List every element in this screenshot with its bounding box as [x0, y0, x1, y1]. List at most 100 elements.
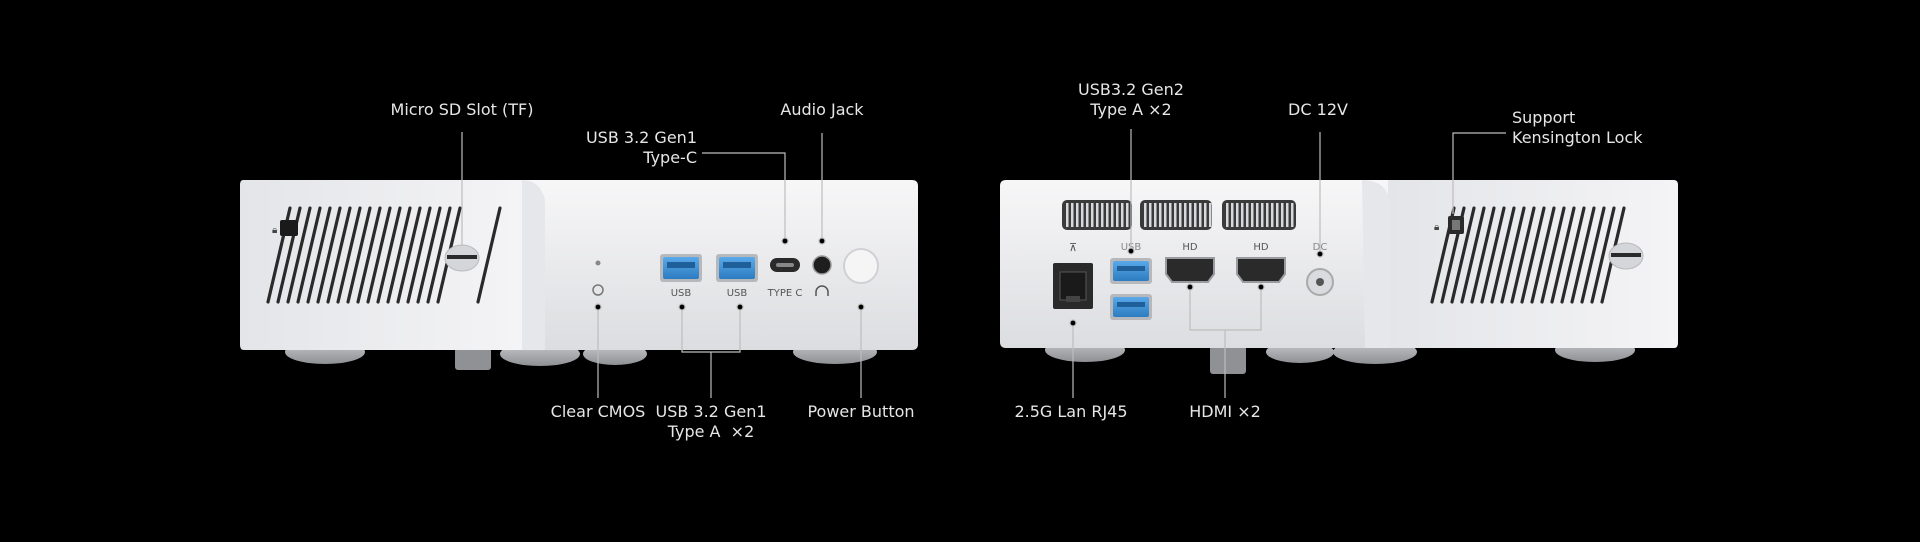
- vent-fin: [1076, 203, 1079, 227]
- vent-fin: [1226, 203, 1229, 227]
- hdmi-label: HDMI ×2: [1189, 402, 1261, 421]
- side-panel: [240, 180, 522, 350]
- vent-slot: [406, 206, 432, 304]
- vent-slot: [366, 206, 392, 304]
- kensington-label-line2: Kensington Lock: [1512, 128, 1643, 147]
- vent-slot: [316, 206, 342, 304]
- vent-fin: [1154, 203, 1157, 227]
- vent-slot: [396, 206, 422, 304]
- vent-slot: [286, 206, 312, 304]
- vent-fin: [1121, 203, 1124, 227]
- vent-slot: [426, 206, 452, 304]
- audio-jack-label: Audio Jack: [780, 100, 864, 119]
- vent-fin: [1251, 203, 1254, 227]
- vent-fin: [1291, 203, 1294, 227]
- vent-fin: [1111, 203, 1114, 227]
- vent-fin: [1204, 203, 1207, 227]
- vent-slot: [476, 206, 502, 304]
- vent-fin: [1189, 203, 1192, 227]
- usb-a-rear-label-line1: USB3.2 Gen2: [1078, 80, 1184, 99]
- vent-slot: [1460, 206, 1486, 304]
- usb-a-front-label-line1: USB 3.2 Gen1: [655, 402, 767, 421]
- dc-in-label: DC 12V: [1288, 100, 1348, 119]
- rear-vent: [1062, 200, 1296, 230]
- vent-slot: [1590, 206, 1616, 304]
- vent-fin: [1066, 203, 1069, 227]
- vent-slot: [1480, 206, 1506, 304]
- vent-fin: [1199, 203, 1202, 227]
- vent-slot: [416, 206, 442, 304]
- power-button-label: Power Button: [807, 402, 915, 421]
- hdmi-port: [1165, 257, 1215, 283]
- vent-slot: [1450, 206, 1476, 304]
- vent-slot: [1580, 206, 1606, 304]
- vent-slot: [326, 206, 352, 304]
- vent-slot: [356, 206, 382, 304]
- usb-port-mark: USB: [727, 288, 748, 299]
- vent-fin: [1169, 203, 1172, 227]
- rear-view-unit: ⊼ USB HD HD DC 🔒︎: [1000, 129, 1678, 398]
- vent-fin: [1106, 203, 1109, 227]
- kensington-label: Support Kensington Lock: [1512, 108, 1643, 148]
- vent-fin: [1241, 203, 1244, 227]
- headphone-icon: [815, 285, 829, 296]
- vent-fin: [1271, 203, 1274, 227]
- vent-fin: [1184, 203, 1187, 227]
- vent-fin: [1179, 203, 1182, 227]
- vent-fin: [1236, 203, 1239, 227]
- stand-tab: [1210, 346, 1246, 374]
- hdmi-port-mark: HD: [1182, 242, 1198, 253]
- clear-cmos-hole: [595, 260, 601, 266]
- vent-fin: [1256, 203, 1259, 227]
- vent-slot: [1470, 206, 1496, 304]
- vent-slot: [1550, 206, 1576, 304]
- clear-cmos-icon: [592, 284, 604, 296]
- vent-slot: [386, 206, 412, 304]
- type-c-mark: TYPE C: [767, 288, 803, 299]
- svg-text:🔒︎: 🔒︎: [272, 225, 277, 236]
- vent-fin: [1149, 203, 1152, 227]
- front-view-unit: 🔒︎ USB USB TYPE C: [240, 132, 918, 398]
- lan-label: 2.5G Lan RJ45: [1014, 402, 1128, 421]
- vent-slot: [1500, 206, 1526, 304]
- usb-c-label: USB 3.2 Gen1 Type-C: [586, 128, 697, 168]
- network-icon: ⊼: [1069, 241, 1077, 254]
- vent-slot: [1570, 206, 1596, 304]
- vent-fin: [1281, 203, 1284, 227]
- vent-slot: [376, 206, 402, 304]
- vent-slot: [1530, 206, 1556, 304]
- vent-fin: [1276, 203, 1279, 227]
- vent-slot: [1510, 206, 1536, 304]
- vent-slot: [296, 206, 322, 304]
- usb-port-mark: USB: [671, 288, 692, 299]
- vent-slot: [1490, 206, 1516, 304]
- vent-fin: [1081, 203, 1084, 227]
- vent-fin: [1091, 203, 1094, 227]
- side-vent: [1430, 206, 1626, 304]
- lock-slot: [280, 220, 298, 236]
- vent-fin: [1164, 203, 1167, 227]
- vent-fin: [1144, 203, 1147, 227]
- vent-fin: [1096, 203, 1099, 227]
- usb-a-front-label: USB 3.2 Gen1 Type A ×2: [655, 402, 766, 442]
- hdmi-port-mark: HD: [1253, 242, 1269, 253]
- vent-slot: [346, 206, 372, 304]
- clear-cmos-label: Clear CMOS: [550, 402, 646, 421]
- vent-fin: [1231, 203, 1234, 227]
- kensington-label-line1: Support: [1512, 108, 1576, 127]
- vent-fin: [1246, 203, 1249, 227]
- vent-fin: [1286, 203, 1289, 227]
- vent-fin: [1116, 203, 1119, 227]
- vent-fin: [1266, 203, 1269, 227]
- usb-a-front-label-line2: Type A ×2: [667, 422, 755, 441]
- vent-slot: [306, 206, 332, 304]
- vent-slot: [336, 206, 362, 304]
- power-button: [843, 248, 879, 284]
- vent-fin: [1209, 203, 1212, 227]
- vent-slot: [1520, 206, 1546, 304]
- usb-a-rear-label: USB3.2 Gen2 Type A ×2: [1078, 80, 1184, 120]
- vent-fin: [1159, 203, 1162, 227]
- usb-c-label-line1: USB 3.2 Gen1: [585, 128, 697, 147]
- vent-fin: [1086, 203, 1089, 227]
- vent-slot: [1560, 206, 1586, 304]
